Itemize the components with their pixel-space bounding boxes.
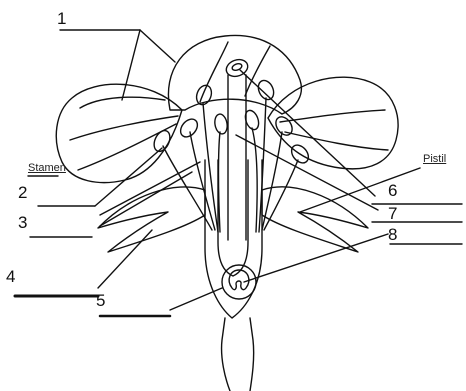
label-number-4: 4 bbox=[6, 268, 15, 285]
petal-back bbox=[168, 35, 301, 114]
stamen-label: Stamen bbox=[28, 163, 66, 174]
ovary-wall bbox=[218, 160, 248, 276]
leader-6 bbox=[240, 70, 375, 196]
stalk bbox=[222, 318, 254, 391]
leader-8 bbox=[244, 234, 388, 282]
anther bbox=[273, 114, 296, 138]
sepal-left bbox=[98, 187, 205, 252]
petal-right-vein-1 bbox=[280, 110, 385, 122]
anther bbox=[194, 83, 214, 107]
anther bbox=[213, 113, 228, 135]
petal-left-vein-1 bbox=[70, 116, 178, 140]
leader-1a bbox=[122, 30, 140, 100]
label-number-5: 5 bbox=[96, 292, 105, 309]
label-number-8: 8 bbox=[388, 226, 397, 243]
label-number-1: 1 bbox=[57, 10, 66, 27]
leader-2 bbox=[95, 148, 162, 206]
filament bbox=[264, 160, 298, 230]
label-number-2: 2 bbox=[18, 184, 27, 201]
leader-pistil bbox=[300, 168, 420, 212]
label-number-6: 6 bbox=[388, 182, 397, 199]
petal-right-vein-2 bbox=[285, 132, 388, 150]
leader-stamen bbox=[100, 172, 192, 226]
leader-5 bbox=[170, 288, 222, 310]
filament bbox=[219, 132, 221, 232]
anther bbox=[177, 116, 201, 140]
anther bbox=[151, 128, 173, 154]
petal-back-vein-2 bbox=[245, 46, 270, 96]
petal-right bbox=[268, 77, 398, 169]
petal-left bbox=[56, 84, 182, 182]
petal-back-vein-1 bbox=[200, 42, 228, 102]
receptacle bbox=[205, 160, 262, 318]
label-number-7: 7 bbox=[388, 205, 397, 222]
label-number-3: 3 bbox=[18, 214, 27, 231]
leader-1b bbox=[140, 30, 175, 62]
ovule bbox=[229, 270, 249, 290]
pistil-label: Pistil bbox=[423, 154, 446, 165]
